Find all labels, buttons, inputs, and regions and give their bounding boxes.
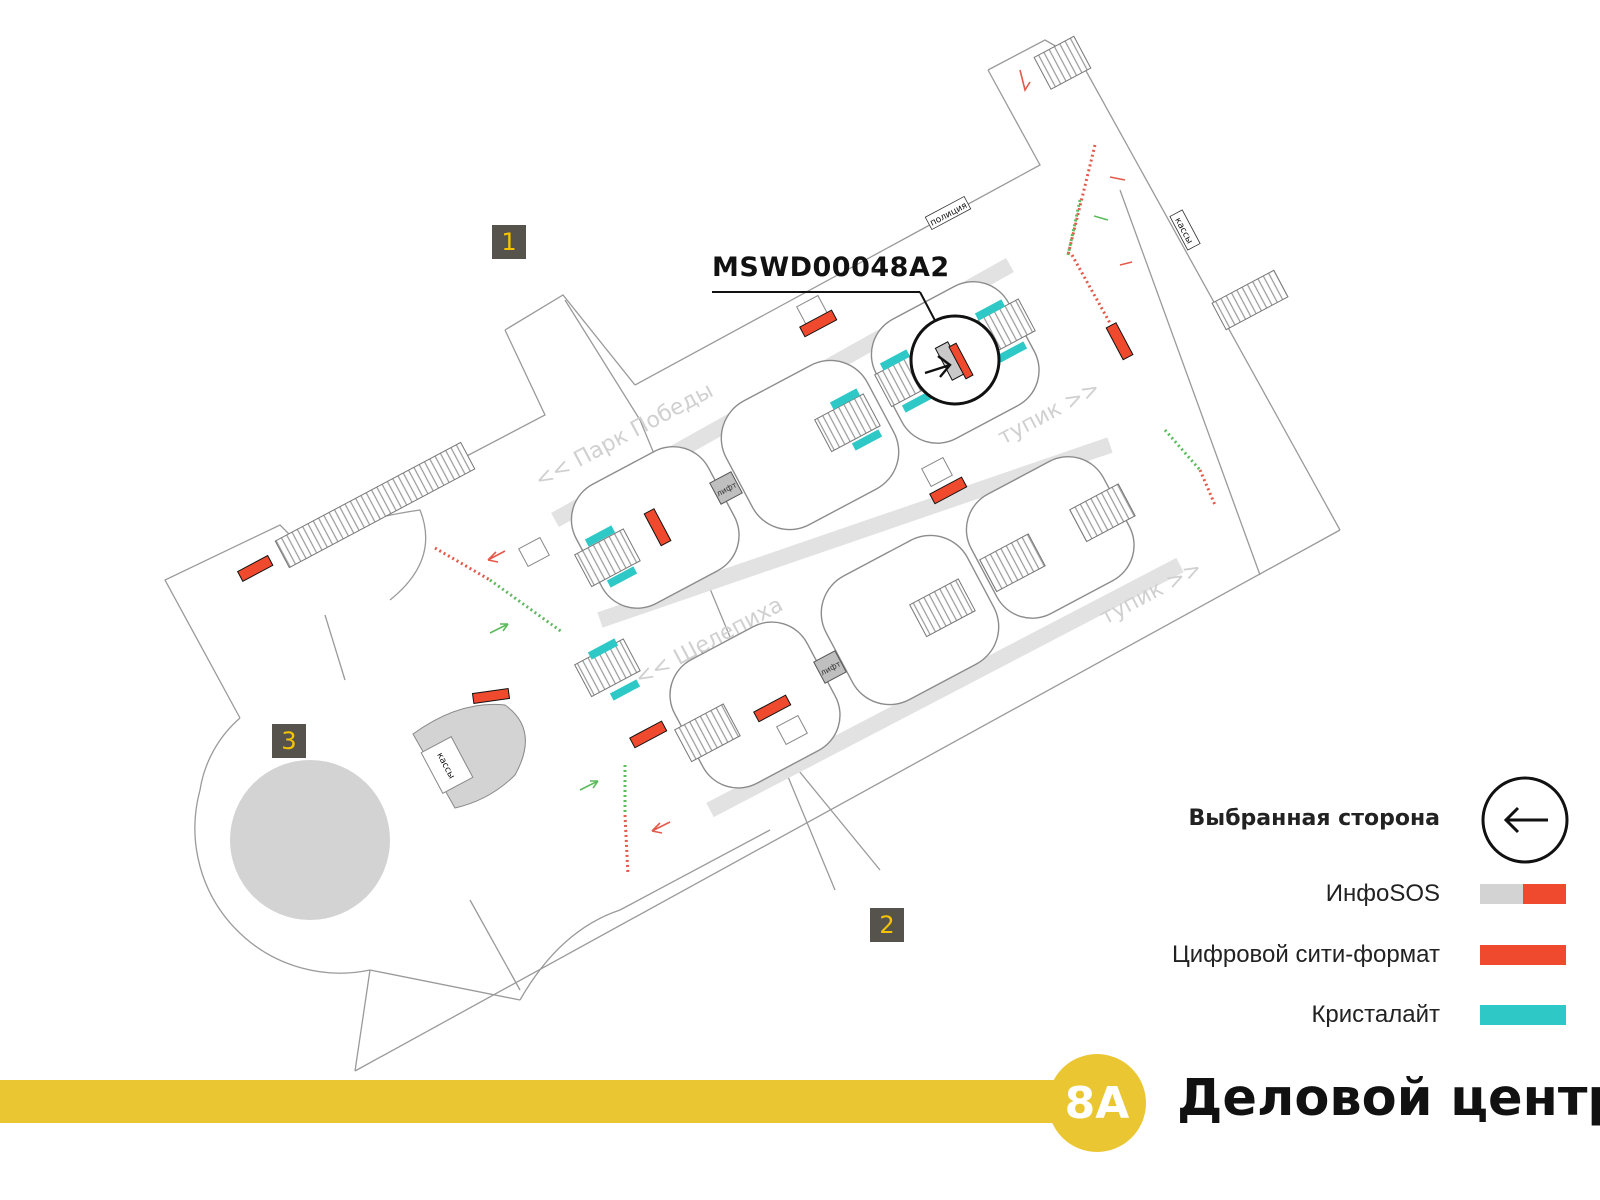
legend-crystalight-swatch — [1480, 1005, 1566, 1025]
legend-infosos-swatch — [1480, 884, 1566, 904]
legend-crystalight: Кристалайт — [1311, 1001, 1440, 1028]
legend-digital-city-format-swatch — [1480, 945, 1566, 965]
line-number-badge: 8А — [1048, 1054, 1146, 1152]
exit-badge-1: 1 — [492, 225, 526, 259]
station-outline — [164, 39, 1341, 1072]
placement-code: MSWD00048A2 — [712, 252, 950, 283]
ticket-office-desk — [420, 736, 474, 794]
flow-arrows — [487, 69, 1133, 834]
metro-line-bar — [0, 1080, 1070, 1123]
elevator-2: лифт — [813, 650, 847, 684]
crystalight-placements — [584, 299, 1028, 701]
station-name: Деловой центр — [1177, 1069, 1600, 1128]
arrow-right-icon — [924, 355, 952, 378]
misc-boxes — [518, 294, 953, 746]
arrow-left-icon — [1481, 776, 1569, 864]
legend-selected-side: Выбранная сторона — [1188, 806, 1440, 831]
lobby-rotunda — [230, 760, 390, 920]
digital-city-format-placements — [236, 309, 1134, 749]
police-label-box: полиция — [924, 195, 972, 231]
selected-placement-marker[interactable] — [909, 314, 1001, 406]
exit-badge-2: 2 — [870, 908, 904, 942]
legend-digital-city-format: Цифровой сити-формат — [1171, 941, 1440, 968]
exit-badge-3: 3 — [272, 724, 306, 758]
elevator-1: лифт — [709, 471, 743, 505]
legend-infosos: ИнфоSOS — [1325, 880, 1440, 907]
